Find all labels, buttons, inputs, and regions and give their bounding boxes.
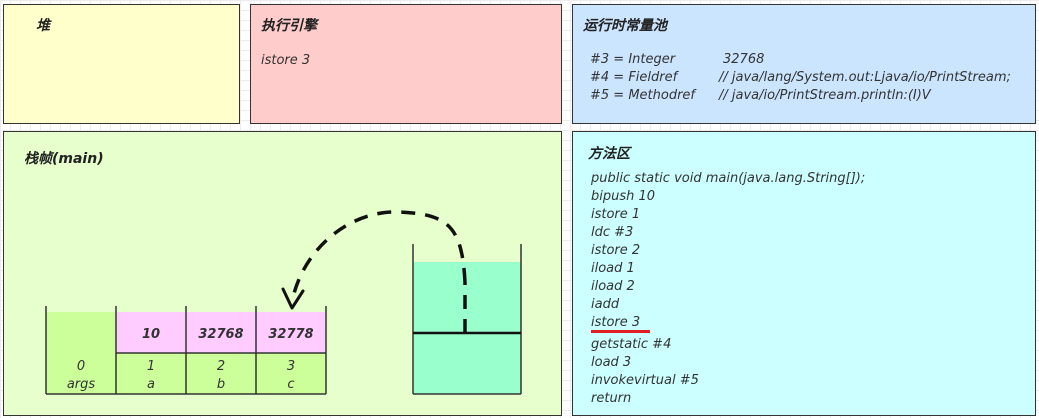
bytecode-line: iload 1 [591,261,635,276]
slot-name: b [217,377,225,392]
constant-entry-value: // java/lang/System.out:Ljava/io/PrintSt… [719,70,1011,85]
constant-entry-ref: #5 = Methodref [590,88,695,103]
bytecode-line: iload 2 [591,279,635,294]
slot-name: args [67,377,96,392]
method-area-panel: 方法区 public static void main(java.lang.St… [572,131,1036,416]
store-arrow [290,210,467,303]
bytecode-line: return [591,391,632,406]
store-arrow-head [281,287,305,310]
constant-pool-panel: 运行时常量池 #3 = Integer 32768 #4 = Fieldref … [572,4,1036,124]
current-instruction: istore 3 [261,53,311,68]
bytecode-line: istore 1 [591,207,641,222]
slot-1-index-cell [116,353,186,394]
slot-name: a [147,377,155,392]
slot-value: 10 [142,327,160,342]
slot-value: 32778 [268,327,313,342]
slot-index: 3 [287,359,295,374]
slot-index: 2 [217,359,225,374]
bytecode-line: bipush 10 [591,189,656,204]
method-area-title: 方法区 [588,146,630,162]
slot-value: 32768 [198,327,243,342]
slot-3-value-cell [256,312,326,353]
stack-frame-panel: 栈帧(main) 10 32768 32778 0 1 [3,131,562,416]
bytecode-line: iadd [591,297,620,312]
operand-stack [412,244,522,395]
heap-panel: 堆 [3,4,240,124]
bytecode-line: load 3 [591,355,632,370]
constant-entry-ref: #3 = Integer [590,52,676,67]
slot-index: 0 [77,359,85,374]
constant-entry-ref: #4 = Fieldref [590,70,678,85]
bytecode-line: invokevirtual #5 [591,373,699,388]
slot-1-value-cell [116,312,186,353]
bytecode-line: ldc #3 [591,225,634,240]
constant-entry-value: // java/io/PrintStream.println:(I)V [719,88,931,103]
bytecode-listing: public static void main(java.lang.String… [591,170,865,408]
constant-pool-title: 运行时常量池 [583,18,667,34]
stack-frame-title: 栈帧(main) [24,151,104,167]
local-variable-table: 10 32768 32778 0 1 2 3 args a b c [45,306,327,395]
slot-3-index-cell [256,353,326,394]
slot-2-index-cell [186,353,256,394]
slot-name: c [287,377,294,392]
slot-index: 1 [147,359,155,374]
slot-args-cell [46,312,116,394]
constant-entry-value: 32768 [723,52,765,67]
execution-engine-panel: 执行引擎 istore 3 [250,4,562,124]
heap-title: 堆 [36,18,50,34]
engine-title: 执行引擎 [261,18,317,34]
bytecode-line: public static void main(java.lang.String… [591,171,866,186]
bytecode-line: getstatic #4 [591,337,672,352]
slot-2-value-cell [186,312,256,353]
stack-frame-diagram: 10 32768 32778 0 1 2 3 args a b c [45,210,522,395]
operand-stack-fill [413,262,521,394]
bytecode-line: istore 2 [591,243,641,258]
current-bytecode-line: istore 3 [591,315,651,333]
